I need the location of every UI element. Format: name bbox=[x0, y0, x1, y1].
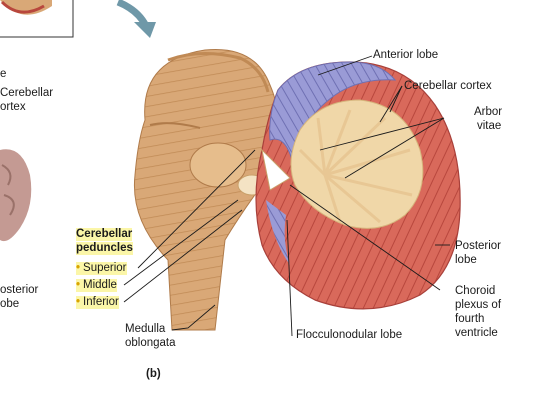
label-superior-peduncle: •Superior bbox=[76, 262, 127, 275]
label-medulla-2: oblongata bbox=[125, 337, 176, 349]
label-cerebellar-cortex: Cerebellar cortex bbox=[404, 80, 492, 92]
inferior-text: Inferior bbox=[83, 296, 119, 308]
label-posterior-lobe-2: lobe bbox=[455, 254, 477, 266]
cerebellum bbox=[255, 61, 461, 310]
label-arbor-vitae-1: Arbor bbox=[474, 106, 503, 118]
label-cerebellar-peduncles-2: peduncles bbox=[76, 242, 133, 255]
label-posterior-lobe-1: Posterior bbox=[455, 240, 502, 252]
middle-text: Middle bbox=[83, 279, 117, 291]
left-brain-fragment bbox=[0, 149, 32, 242]
inset-box bbox=[0, 0, 74, 38]
fragment-cortex: ortex bbox=[0, 101, 26, 113]
superior-text: Superior bbox=[83, 262, 127, 274]
label-choroid-3: fourth bbox=[455, 313, 485, 325]
label-medulla-1: Medulla bbox=[125, 323, 166, 335]
label-choroid-4: ventricle bbox=[455, 327, 498, 339]
label-choroid-2: plexus of bbox=[455, 299, 502, 311]
panel-label: (b) bbox=[146, 368, 161, 380]
fragment-posterior: osterior bbox=[0, 284, 39, 296]
label-arbor-vitae-2: vitae bbox=[477, 120, 502, 132]
label-anterior-lobe: Anterior lobe bbox=[373, 49, 439, 61]
fragment-e: e bbox=[0, 68, 7, 80]
label-cerebellar-peduncles-1: Cerebellar bbox=[76, 228, 133, 241]
bullet-icon: • bbox=[76, 279, 81, 291]
fragment-cerebellar: Cerebellar bbox=[0, 87, 54, 99]
brainstem bbox=[133, 48, 279, 331]
leader-lines bbox=[123, 55, 450, 337]
label-flocculonodular-lobe: Flocculonodular lobe bbox=[296, 329, 403, 341]
bullet-icon: • bbox=[76, 262, 81, 274]
label-choroid-1: Choroid bbox=[455, 285, 496, 297]
bullet-icon: • bbox=[76, 296, 81, 308]
fragment-lobe: obe bbox=[0, 298, 20, 310]
label-middle-peduncle: •Middle bbox=[76, 279, 117, 292]
label-inferior-peduncle: •Inferior bbox=[76, 296, 119, 309]
pointer-arrow bbox=[116, 0, 156, 38]
